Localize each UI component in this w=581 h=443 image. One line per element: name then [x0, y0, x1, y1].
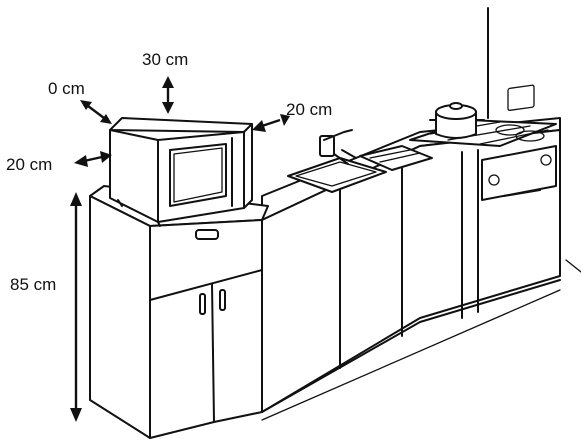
right-clearance-arrow [252, 114, 290, 132]
top-clearance-arrow [162, 76, 174, 114]
sink [287, 145, 433, 193]
floor-height-arrow [70, 192, 82, 422]
room-wall [487, 7, 581, 273]
right-clearance-label: 20 cm [286, 100, 332, 119]
microwave-stand [89, 185, 269, 439]
left-clearance-label: 20 cm [6, 155, 52, 174]
cooking-pot [429, 102, 485, 139]
oven [481, 84, 557, 201]
back-clearance-label: 0 cm [48, 79, 85, 98]
left-clearance-arrow [74, 151, 112, 167]
microwave-oven [109, 117, 253, 227]
top-clearance-label: 30 cm [142, 50, 188, 69]
floor-height-label: 85 cm [10, 275, 56, 294]
back-clearance-arrow [80, 100, 112, 124]
faucet [319, 129, 357, 165]
